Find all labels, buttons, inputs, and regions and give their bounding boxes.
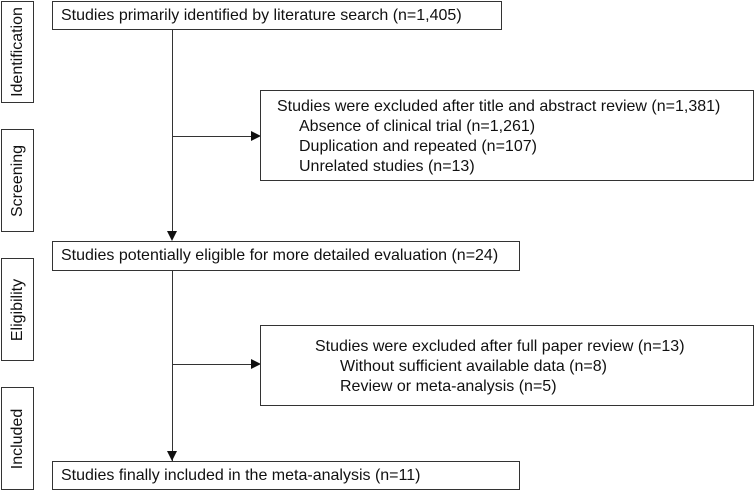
stage-included: Included [1,387,34,490]
connector-line [172,271,173,461]
box-text: Studies potentially eligible for more de… [61,247,499,264]
stage-screening: Screening [1,129,34,232]
identified-box: Studies primarily identified by literatu… [52,1,502,30]
exclusion-box-screening: Studies were excluded after title and ab… [260,90,754,181]
exclusion-item: Unrelated studies (n=13) [299,158,475,175]
stage-identification: Identification [1,1,34,103]
exclusion-item: Duplication and repeated (n=107) [299,138,537,155]
included-box: Studies finally included in the meta-ana… [52,461,520,490]
stage-label: Identification [8,7,26,97]
exclusion-title: Studies were excluded after title and ab… [277,98,721,115]
stage-eligibility: Eligibility [1,258,34,361]
arrow-down-icon [167,231,177,241]
arrow-right-icon [251,359,261,369]
connector-line [172,136,252,137]
connector-line [172,30,173,232]
stage-label: Included [8,408,26,469]
box-text: Studies finally included in the meta-ana… [61,466,421,484]
exclusion-title: Studies were excluded after full paper r… [315,338,685,355]
box-text: Studies primarily identified by literatu… [61,6,462,24]
connector-line [172,364,252,365]
arrow-right-icon [251,131,261,141]
exclusion-item: Absence of clinical trial (n=1,261) [299,118,536,135]
stage-label: Eligibility [8,278,26,341]
exclusion-item: Review or meta-analysis (n=5) [340,378,557,395]
exclusion-item: Without sufficient available data (n=8) [340,358,607,375]
arrow-down-icon [167,451,177,461]
exclusion-box-eligibility: Studies were excluded after full paper r… [260,325,754,406]
stage-label: Screening [8,144,26,217]
eligible-box: Studies potentially eligible for more de… [52,241,520,271]
